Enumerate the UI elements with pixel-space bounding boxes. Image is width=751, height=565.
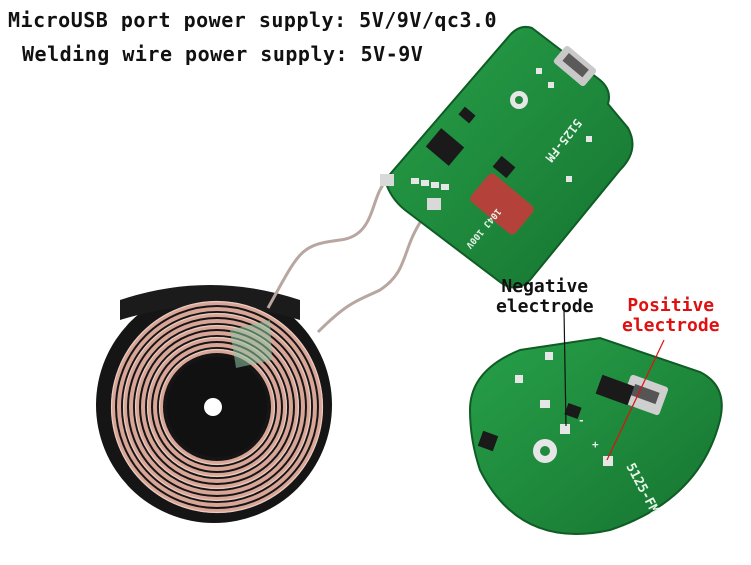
negative-electrode-label: Negative electrode	[496, 277, 594, 317]
caption-usb-power: MicroUSB port power supply: 5V/9V/qc3.0	[8, 8, 498, 32]
lead-wire-left	[266, 181, 387, 309]
copper-windings	[111, 301, 323, 513]
capacitor	[470, 173, 534, 235]
positive-electrode-label: Positive electrode	[622, 296, 720, 336]
pad-minus-marking: -	[578, 414, 585, 427]
negative-pointer-line	[563, 309, 567, 427]
positive-label-line1: Positive	[627, 295, 715, 316]
negative-label-line1: Negative	[501, 276, 589, 297]
positive-pointer-line	[606, 339, 665, 461]
coil-lead-wires	[266, 181, 427, 334]
pcb-module-top: 104J 100V 5125-FM	[380, 25, 634, 289]
positive-pad	[603, 456, 613, 466]
solder-pad-left	[380, 174, 394, 186]
negative-pad	[560, 424, 570, 434]
ic-chip	[425, 128, 465, 166]
solder-pad-right	[427, 198, 441, 210]
lead-wire-right	[316, 214, 427, 334]
pad-plus-marking: +	[592, 438, 599, 451]
wireless-charging-coil	[96, 285, 332, 523]
coil-center-hole	[204, 398, 222, 416]
pcb-module-detail: 5125-FM + -	[468, 309, 723, 535]
caption-wire-power: Welding wire power supply: 5V-9V	[22, 42, 424, 66]
negative-label-line2: electrode	[496, 296, 594, 317]
positive-label-line2: electrode	[622, 315, 720, 336]
